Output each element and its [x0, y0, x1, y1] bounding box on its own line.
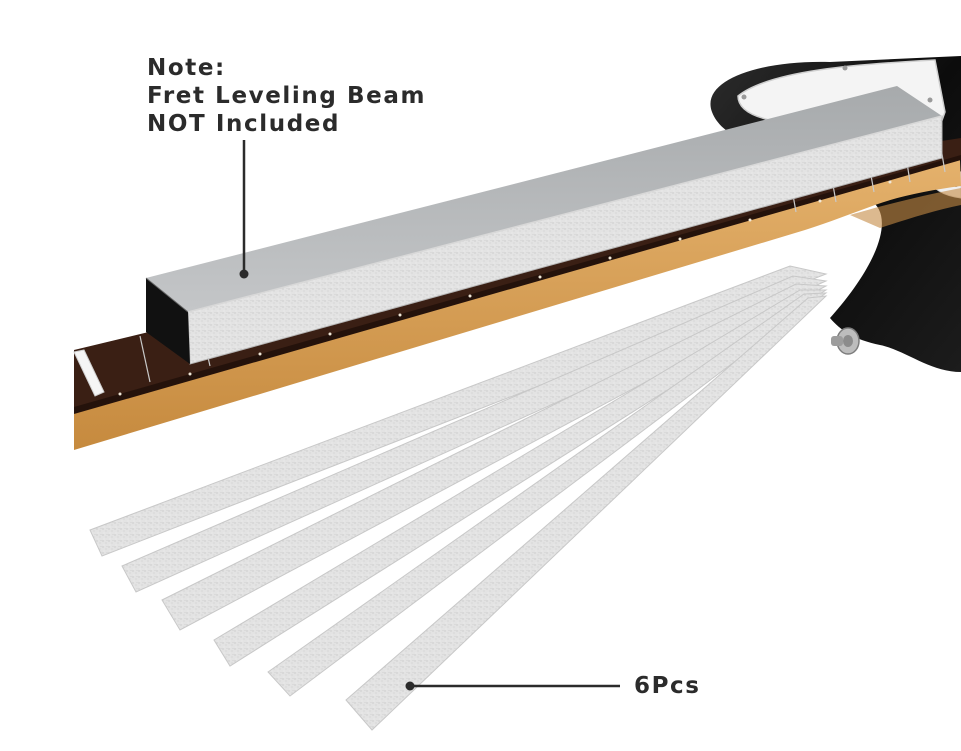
sandpaper-count-label: 6Pcs — [634, 673, 701, 699]
sandpaper-strip — [345, 295, 828, 731]
fret-dots — [118, 180, 892, 396]
sandpaper-strips — [89, 265, 828, 731]
guitar-neck — [74, 160, 961, 450]
note-title: Note: — [147, 55, 226, 81]
strap-button-icon — [831, 327, 860, 355]
sandpaper-strip — [267, 292, 828, 697]
count-callout — [405, 681, 620, 691]
note-not-included-text: NOT Included — [147, 111, 341, 137]
note-callout — [239, 140, 249, 279]
note-caption: Note: Fret Leveling Beam NOT Included — [147, 54, 426, 138]
sandpaper-strip — [161, 283, 828, 631]
note-beam-text: Fret Leveling Beam — [147, 83, 427, 109]
fret-leveling-beam — [145, 86, 943, 365]
sandpaper-strip — [213, 289, 828, 667]
sandpaper-strip — [89, 265, 828, 557]
sandpaper-strip — [121, 275, 828, 593]
nut — [73, 349, 105, 397]
